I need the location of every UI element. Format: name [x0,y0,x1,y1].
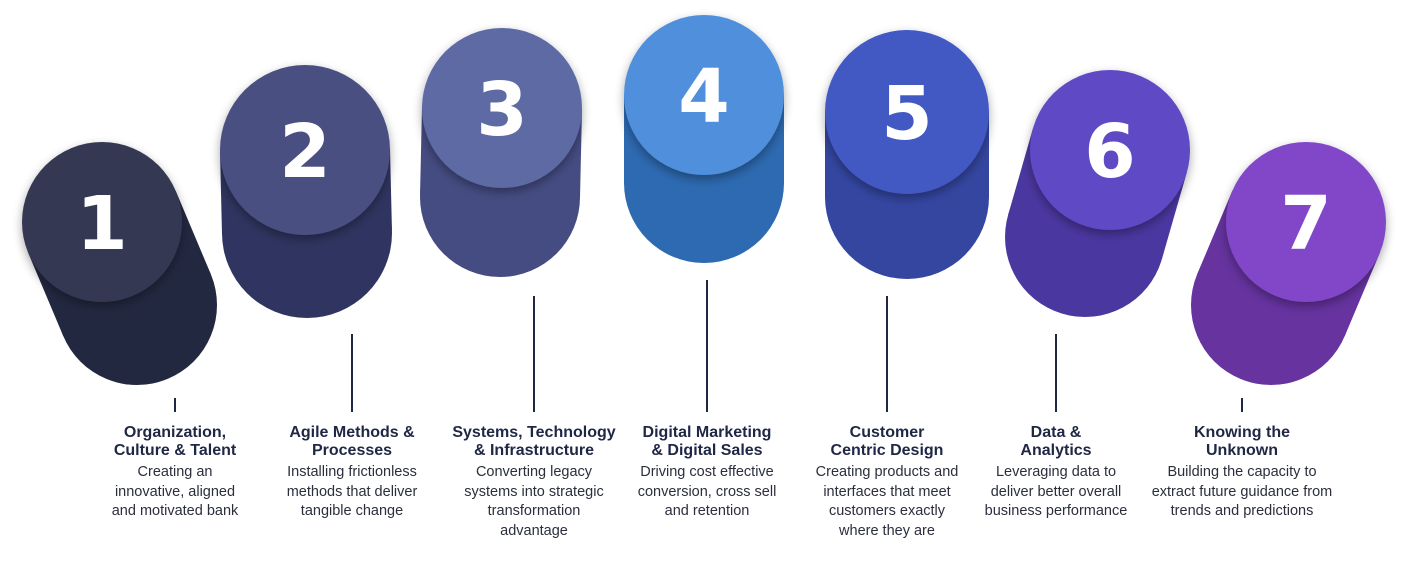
pillar-title-line: Data & [1030,424,1082,441]
pillar-1-description: Creating an innovative, aligned and motiva… [80,463,270,522]
pillar-description-line: and retention [664,503,750,519]
pillar-2-description: Installing frictionless methods that deli… [257,463,447,522]
pillar-description-line: where they are [839,522,935,539]
pillar-3-number: 3 [476,67,528,153]
pillar-description-line: Building the capacity to [1167,464,1317,480]
pillar-description-line: transformation [487,503,581,519]
pillar-7-number: 7 [1280,181,1332,267]
pillar-description-line: Driving cost effective [640,464,774,480]
pillar-description-line: customers exactly [828,503,946,519]
pillar-title-line: Agile Methods & [289,424,415,441]
pillar-description-line: systems into strategic [464,483,604,500]
pillar-6-description: Leveraging data to deliver better overall… [961,463,1151,522]
pillar-1-title: Organization,Culture & Talent [80,424,270,460]
pillar-4-title: Digital Marketing& Digital Sales [612,424,802,460]
pillar-7-cap: 7 [1226,142,1386,302]
pillar-title-line: & Infrastructure [473,442,595,459]
pillar-description-line: advantage [500,522,568,539]
pillar-description-line: Converting legacy [475,464,593,480]
pillar-7-description: Building the capacity to extract future g… [1147,463,1337,522]
pillar-5-cap: 5 [825,30,989,194]
pillar-4-number: 4 [678,54,730,140]
pillar-description-line: and motivated bank [111,503,239,519]
pillar-3-description: Converting legacy systems into strategic t… [439,463,629,541]
pillar-title-line: Unknown [1206,442,1278,459]
pillar-title-line: Analytics [1020,442,1092,459]
pillar-4-cap: 4 [624,15,784,175]
pillar-description-line: extract future guidance from [1151,483,1333,500]
pillar-1-cap: 1 [22,142,182,302]
pillar-description-line: conversion, cross sell [637,483,777,500]
pillar-description-line: innovative, aligned [114,483,236,500]
pillar-description-line: Creating an [137,464,213,480]
pillar-6-number: 6 [1084,109,1136,195]
pillar-description-line: Installing frictionless [287,464,417,480]
pillar-title-line: Centric Design [830,442,944,459]
pillar-5-number: 5 [881,71,933,157]
pillar-description-line: deliver better overall [990,483,1122,500]
pillar-description-line: Creating products and [815,464,959,480]
pillar-description-line: Leveraging data to [995,464,1117,480]
pillar-description-line: methods that deliver [286,483,418,500]
pillar-title-line: Culture & Talent [113,442,237,459]
pillar-description-line: trends and predictions [1170,503,1314,519]
pillar-title-line: Knowing the [1194,424,1290,441]
pillar-title-line: Systems, Technology [452,424,616,441]
pillar-description-line: business performance [984,503,1128,519]
pillar-title-line: & Digital Sales [651,442,763,459]
pillar-title-line: Customer [849,424,925,441]
pillar-6-cap: 6 [1030,70,1190,230]
pillar-title-line: Processes [311,442,393,459]
pillar-3-cap: 3 [422,28,582,188]
pillar-2-title: Agile Methods &Processes [257,424,447,460]
pillar-1-number: 1 [76,181,128,267]
pillar-2-cap: 2 [220,65,390,235]
pillar-description-line: tangible change [300,503,404,519]
pillar-3-title: Systems, Technology& Infrastructure [439,424,629,460]
pillar-title-line: Organization, [123,424,227,441]
pillar-6-title: Data &Analytics [961,424,1151,460]
pillar-2-number: 2 [279,109,331,195]
pillar-title-line: Digital Marketing [642,424,772,441]
pillar-description-line: interfaces that meet [823,483,951,500]
pillar-4-description: Driving cost effective conversion, cross … [612,463,802,522]
pillar-5-description: Creating products and interfaces that mee… [792,463,982,541]
